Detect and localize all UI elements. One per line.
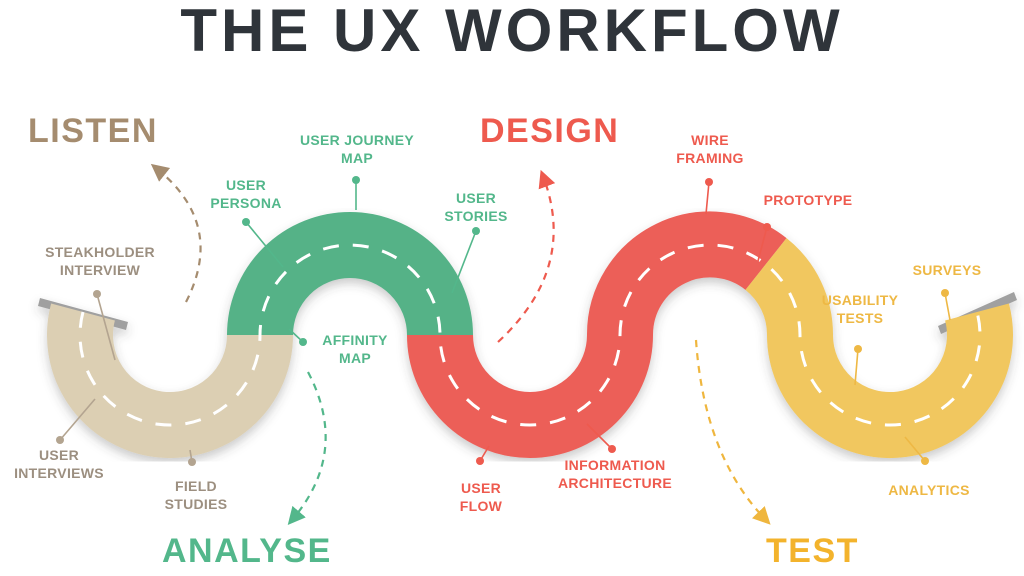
design-leaders [476,178,771,465]
design-arrow-icon [497,169,556,343]
label-dot [854,345,862,353]
phase-title-listen: LISTEN [28,112,158,150]
label-dot [93,290,101,298]
label-dot [941,289,949,297]
test-leaders [854,289,951,465]
label-surveys: SURVEYS [912,262,982,278]
label-dot [921,457,929,465]
leader-line [904,436,926,462]
leader-line [451,230,477,294]
label-dot [188,458,196,466]
label-steakholder-interview: STEAKHOLDER INTERVIEW [45,244,155,279]
listen-arrow-icon [150,163,202,303]
label-usability-tests: USABILITY TESTS [821,292,899,327]
label-dot [56,436,64,444]
label-field-studies: FIELD STUDIES [164,478,228,513]
leader-line [96,293,116,361]
road-centerline [78,243,982,427]
phase-title-design: DESIGN [480,112,620,150]
label-dot [299,338,307,346]
analyse-arrow-icon [287,371,327,526]
label-dot [763,223,771,231]
leader-line [586,423,613,450]
road-group [38,211,1017,459]
leader-line [59,398,96,441]
label-wire-framing: WIRE FRAMING [676,132,744,167]
label-dot [352,176,360,184]
leader-line [854,348,859,386]
label-affinity-map: AFFINITY MAP [322,332,388,367]
leader-line [944,292,951,321]
road-segment-design [407,211,787,458]
label-user-persona: USER PERSONA [210,177,282,212]
leader-line [705,181,710,215]
label-user-stories: USER STORIES [444,190,508,225]
label-prototype: PROTOTYPE [763,192,853,208]
label-dot [472,227,480,235]
leader-line [245,221,284,268]
phase-title-analyse: ANALYSE [162,532,332,570]
label-dot [608,445,616,453]
label-user-interviews: USER INTERVIEWS [14,447,104,482]
label-information-architecture: INFORMATION ARCHITECTURE [557,457,673,492]
listen-leaders [56,290,196,466]
label-dot [242,218,250,226]
label-user-journey-map: USER JOURNEY MAP [299,132,415,167]
leader-line [757,226,768,262]
phase-title-test: TEST [766,532,859,570]
label-dot [705,178,713,186]
label-analytics: ANALYTICS [888,482,970,498]
label-user-flow: USER FLOW [459,480,503,515]
road-segment-test [744,238,1013,459]
analyse-leaders [242,176,480,346]
label-dot [476,457,484,465]
test-arrow-icon [694,339,771,525]
page-title: THE UX WORKFLOW [180,0,844,64]
road-segment-analyse [227,212,473,337]
